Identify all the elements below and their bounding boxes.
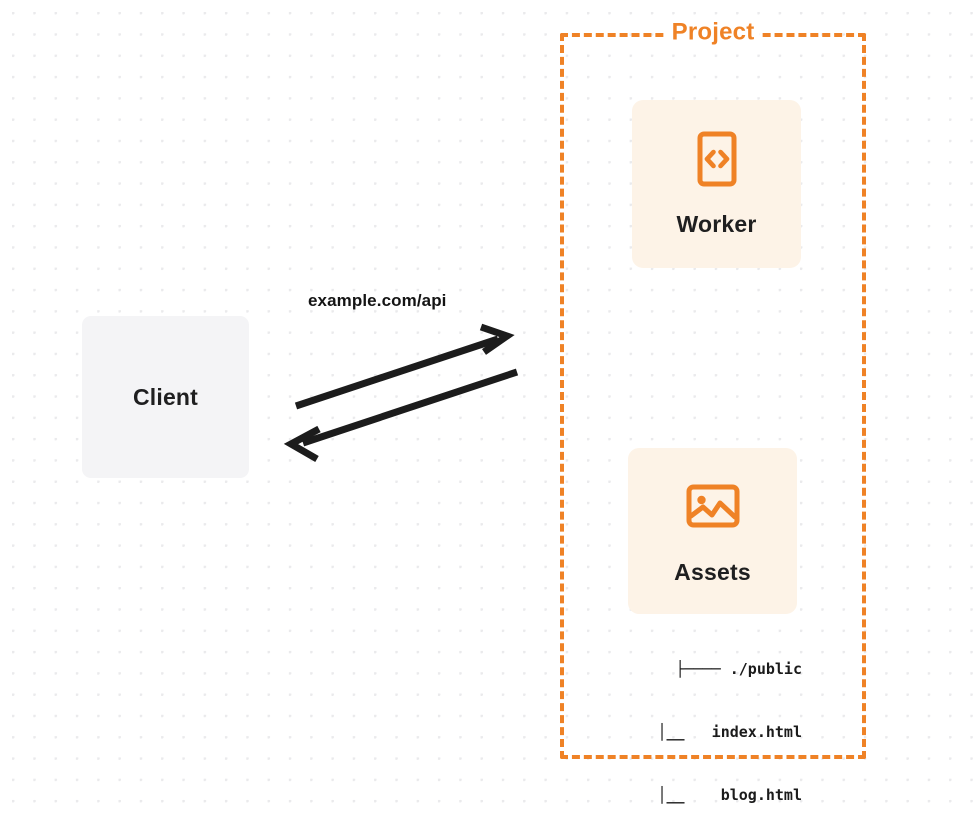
file-tree-row: │__ index.html [639, 723, 802, 741]
image-icon [686, 484, 739, 527]
file-tree-row: ├──── ./public [675, 660, 802, 678]
connection-label: example.com/api [308, 291, 447, 310]
client-node[interactable]: Client [82, 316, 249, 478]
project-group-title: Project [666, 18, 760, 47]
code-brackets-icon [697, 131, 736, 186]
worker-label: Worker [676, 210, 757, 237]
assets-node[interactable]: Assets [628, 448, 797, 614]
project-group[interactable]: Project [560, 18, 866, 759]
arrow-forward-icon [294, 323, 515, 410]
file-tree-row: │__ blog.html [639, 786, 802, 804]
arrow-return-icon [283, 368, 519, 463]
client-label: Client [132, 383, 199, 410]
assets-file-tree: ├──── ./public │__ index.html │__ blog.h… [606, 617, 802, 818]
assets-label: Assets [674, 558, 751, 585]
worker-node[interactable]: Worker [632, 100, 801, 268]
